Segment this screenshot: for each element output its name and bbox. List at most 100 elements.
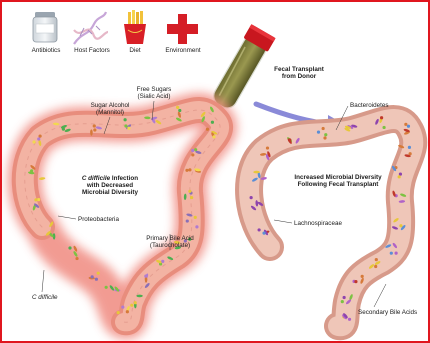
coccus-bacterium [194,148,197,151]
dna-icon [74,12,108,44]
coccus-bacterium [178,109,181,112]
coccus-bacterium [258,228,261,231]
coccus-bacterium [186,219,189,222]
coccus-bacterium [121,306,124,309]
coccus-bacterium [30,169,33,172]
diversity-center-label: Increased Microbial Diversity Following … [292,174,384,188]
free-sugars-label: Free Sugars (Sialic Acid) [128,86,180,100]
bacteroidetes-label: Bacteroidetes [350,102,389,109]
coccus-bacterium [188,168,191,171]
infection-word: Infection [110,175,138,182]
coccus-bacterium [161,260,164,263]
coccus-bacterium [317,131,320,134]
coccus-bacterium [124,124,127,127]
coccus-bacterium [32,140,35,143]
coccus-bacterium [126,310,129,313]
coccus-bacterium [191,149,194,152]
coccus-bacterium [75,257,78,260]
lachnospiraceae-label: Lachnospiraceae [294,220,342,227]
coccus-bacterium [324,133,327,136]
coccus-bacterium [398,175,401,178]
coccus-bacterium [195,225,198,228]
coccus-bacterium [374,265,377,268]
infection-center-label: C difficile Infection with Decreased Mic… [80,175,140,197]
coccus-bacterium [323,136,326,139]
coccus-bacterium [130,304,133,307]
sugar-alcohol-line1: Sugar Alcohol [82,102,138,109]
coccus-bacterium [409,152,412,155]
primary-bile-acid-line1: Primary Bile Acid [138,235,202,242]
transplant-label: Fecal Transplant from Donor [264,66,334,80]
coccus-bacterium [361,275,364,278]
coccus-bacterium [354,280,357,283]
french-fries-icon [124,10,146,44]
coccus-bacterium [38,134,41,137]
coccus-bacterium [191,153,194,156]
coccus-bacterium [407,125,410,128]
factor-label-diet: Diet [120,47,150,54]
coccus-bacterium [395,252,398,255]
coccus-bacterium [382,126,385,129]
coccus-bacterium [176,106,179,109]
red-cross-icon [167,14,198,44]
coccus-bacterium [188,190,191,193]
rod-bacterium [136,295,142,298]
factor-label-environment: Environment [160,47,206,54]
coccus-bacterium [266,146,269,149]
coccus-bacterium [343,296,346,299]
coccus-bacterium [134,301,137,304]
coccus-bacterium [380,116,383,119]
coccus-bacterium [37,198,40,201]
coccus-bacterium [212,135,215,138]
transplant-label-line1: Fecal Transplant [264,66,334,73]
coccus-bacterium [185,169,188,172]
rod-bacterium [253,171,259,174]
c-difficile-label: C difficile [32,294,58,301]
coccus-bacterium [190,196,193,199]
proteobacteria-label: Proteobacteria [78,216,119,223]
coccus-bacterium [375,258,378,261]
coccus-bacterium [34,198,37,201]
coccus-bacterium [194,216,197,219]
coccus-bacterium [117,311,120,314]
c-difficile-italic: C difficile [82,175,110,182]
sugar-alcohol-label: Sugar Alcohol (Mannitol) [82,102,138,116]
coccus-bacterium [105,286,108,289]
coccus-bacterium [262,232,265,235]
primary-bile-acid-label: Primary Bile Acid (Taurocholate) [138,235,202,249]
factor-label-host-factors: Host Factors [70,47,114,54]
infection-center-line1: C difficile Infection [80,175,140,182]
diversity-center-line1: Increased Microbial Diversity [292,174,384,181]
coccus-bacterium [348,318,351,321]
coccus-bacterium [404,123,407,126]
sugar-alcohol-line2: (Mannitol) [82,109,138,116]
coccus-bacterium [288,138,291,141]
coccus-bacterium [37,137,40,140]
coccus-bacterium [322,127,325,130]
coccus-bacterium [341,300,344,303]
infection-center-line2: with Decreased [80,182,140,189]
free-sugars-line2: (Sialic Acid) [128,93,180,100]
primary-bile-acid-line2: (Taurocholate) [138,242,202,249]
free-sugars-line1: Free Sugars [128,86,180,93]
factor-label-antibiotics: Antibiotics [26,47,66,54]
coccus-bacterium [144,275,147,278]
coccus-bacterium [95,278,98,281]
coccus-bacterium [399,224,402,227]
coccus-bacterium [62,128,65,131]
coccus-bacterium [93,128,96,131]
secondary-bile-acids-label: Secondary Bile Acids [358,309,417,316]
coccus-bacterium [250,196,253,199]
coccus-bacterium [127,127,130,130]
diversity-center-line2: Following Fecal Transplant [292,181,384,188]
coccus-bacterium [408,146,411,149]
pill-bottle-icon [33,12,57,42]
coccus-bacterium [91,275,94,278]
transplant-label-line2: from Donor [264,73,334,80]
coccus-bacterium [97,272,100,275]
coccus-bacterium [211,121,214,124]
infection-center-line3: Microbial Diversity [80,189,140,196]
coccus-bacterium [93,124,96,127]
